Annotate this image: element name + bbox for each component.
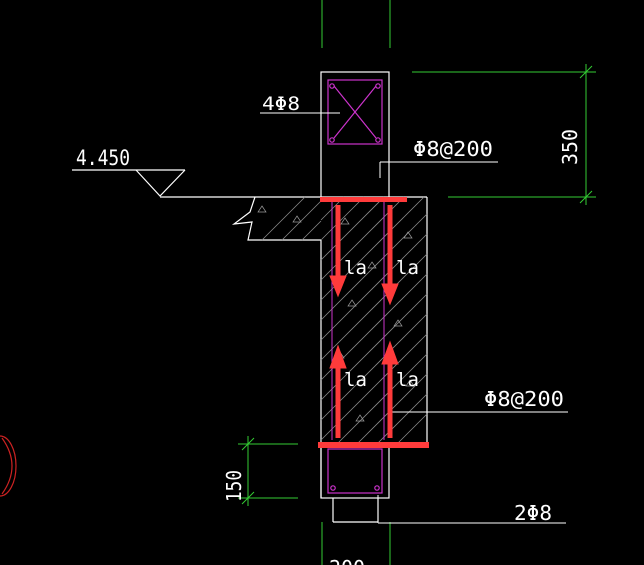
stirrup-upper: [327, 79, 383, 145]
anchor-label-2: la: [396, 257, 419, 279]
dim-top-tick-1: [579, 65, 593, 79]
bar-bl: [329, 137, 335, 143]
elevation-marker: [72, 169, 186, 197]
circle-marker: [0, 435, 17, 497]
top-rebar-label: 4Φ8: [262, 93, 300, 115]
arrow-up-left-head: [329, 344, 347, 369]
bottom-rebar-label: 2Φ8: [514, 501, 552, 525]
dim-width-label: 200: [329, 556, 365, 565]
concrete-hatch: [261, 196, 428, 446]
dim-top-tick-2: [579, 190, 593, 204]
anchor-label-3: la: [344, 369, 367, 391]
highlight-bar-top: [320, 197, 407, 202]
leader-lines: [260, 112, 568, 524]
dim-bottom-label: 150: [222, 470, 246, 502]
rebar-upper: [327, 79, 383, 145]
dim-top-label: 350: [558, 129, 582, 165]
bar-bottom-right: [374, 485, 380, 491]
stirrup-bottom-label: Φ8@200: [484, 387, 564, 411]
arrow-down-right-head: [381, 283, 399, 306]
bar-tl: [329, 83, 335, 89]
arrow-up-right-head: [381, 340, 399, 365]
rebar-column: [331, 200, 385, 440]
aggregate-marks: [257, 205, 415, 422]
anchorage-arrows: [329, 205, 399, 438]
bar-br: [375, 137, 381, 143]
bar-bottom-left: [330, 485, 336, 491]
anchor-label-1: la: [344, 257, 367, 279]
circle-marker-arc: [1, 437, 13, 495]
highlight-bars: [318, 197, 429, 448]
rebar-lower: [327, 448, 383, 494]
arrow-down-left-head: [329, 275, 347, 298]
dim-bottom-tick-2: [241, 491, 255, 505]
bar-tr: [375, 83, 381, 89]
dim-bottom-tick-1: [241, 437, 255, 451]
cross-2: [333, 85, 377, 139]
elevation-label: 4.450: [76, 146, 130, 170]
stirrup-lower: [327, 448, 383, 494]
slab-break-line: [231, 196, 321, 241]
stirrup-top-label: Φ8@200: [413, 137, 493, 161]
highlight-bar-bottom: [318, 442, 429, 448]
axis-lines: [238, 0, 596, 565]
anchor-label-4: la: [396, 369, 419, 391]
upper-beam-section: [320, 71, 390, 199]
